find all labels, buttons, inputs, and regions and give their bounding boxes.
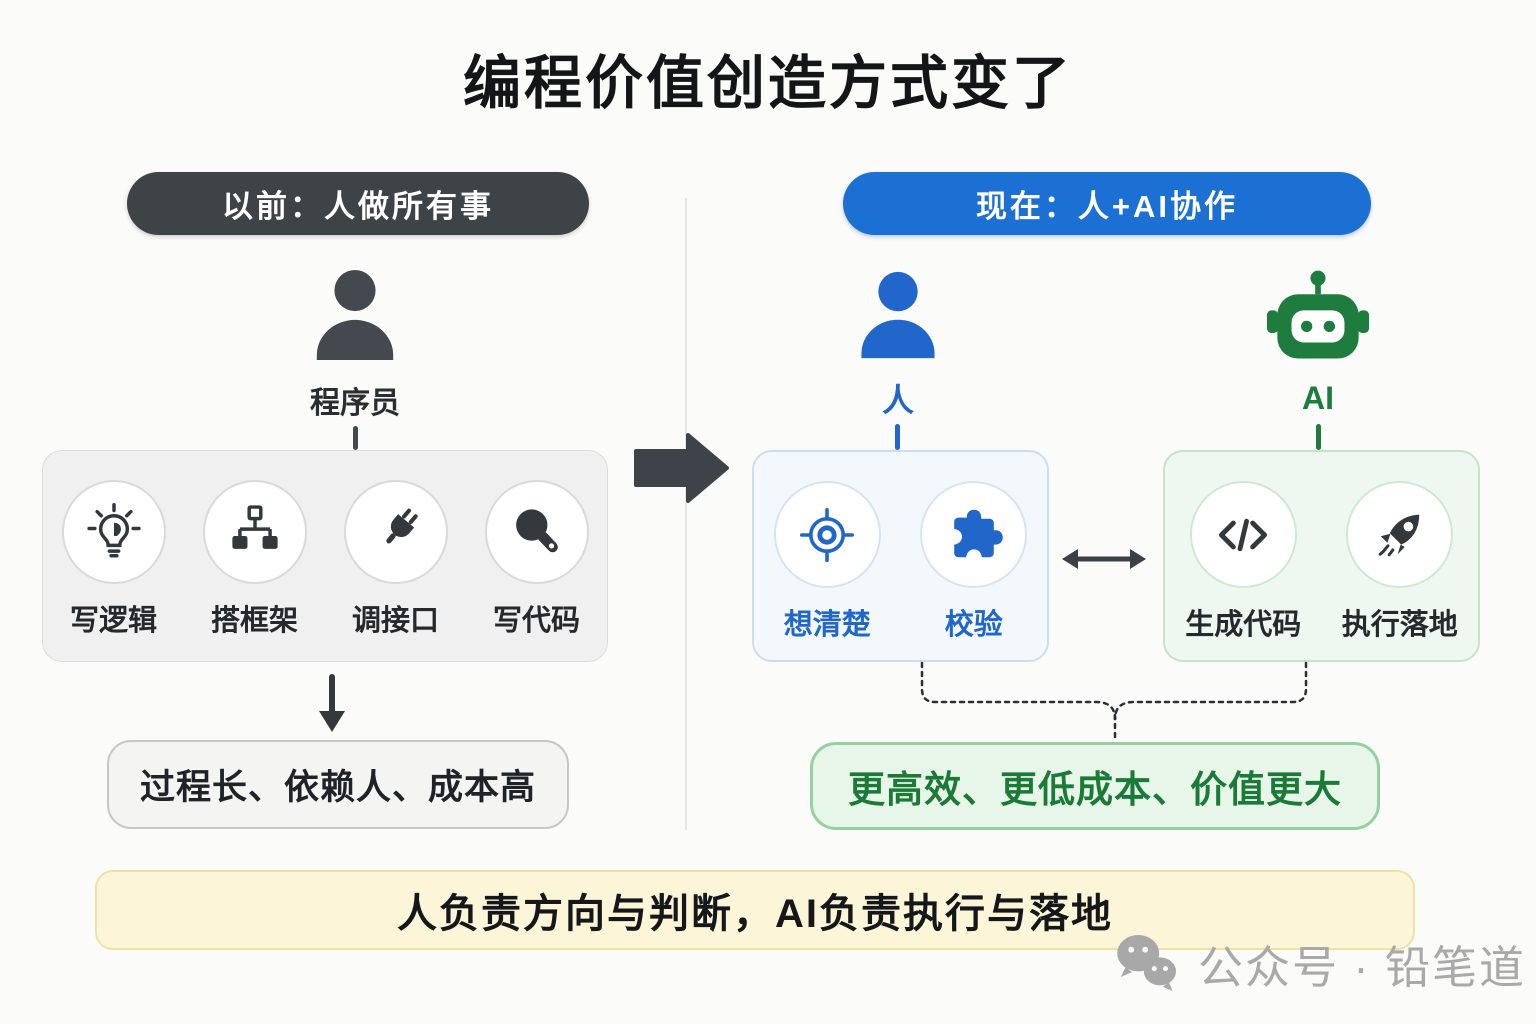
ai-label: AI [1302, 379, 1334, 416]
rocket-icon [1378, 514, 1419, 556]
person-icon [861, 271, 935, 359]
sitemap-icon [231, 505, 278, 549]
transition-arrow-icon [634, 433, 729, 503]
task-execute: 执行落地 [1342, 481, 1458, 643]
task-write-code: 写代码 [484, 480, 589, 639]
connector-ai [1316, 424, 1321, 450]
person-icon [316, 269, 394, 361]
watermark-label: 公众号 · 铅笔道 [1198, 941, 1526, 993]
code-icon [1219, 518, 1268, 551]
ai-tasks-panel: 生成代码 执行落地 [1163, 450, 1480, 662]
before-outcome-pill: 过程长、依赖人、成本高 [107, 740, 569, 829]
merge-bracket [920, 661, 1308, 744]
wechat-icon [1117, 935, 1176, 991]
task-build-framework: 搭框架 [202, 480, 307, 639]
before-header-pill: 以前：人做所有事 [127, 172, 589, 235]
task-verify: 校验 [920, 481, 1028, 643]
task-call-api: 调接口 [343, 480, 448, 639]
programmer-label: 程序员 [310, 387, 400, 420]
human-label: 人 [881, 382, 914, 418]
puzzle-icon [953, 509, 1003, 557]
connector-human [895, 424, 900, 450]
lightbulb-icon [86, 503, 141, 558]
magnifier-icon [515, 509, 558, 553]
vertical-divider [685, 198, 687, 830]
task-write-logic: 写逻辑 [61, 480, 166, 639]
human-tasks-panel: 想清楚 校验 [752, 450, 1049, 662]
task-generate-code: 生成代码 [1185, 481, 1301, 643]
page-title: 编程价值创造方式变了 [462, 51, 1073, 116]
task-think-clearly: 想清楚 [773, 481, 881, 643]
bidirectional-arrow-icon [1062, 549, 1146, 569]
target-icon [800, 507, 855, 562]
watermark: 公众号 · 铅笔道 [1112, 928, 1526, 998]
connector-before [353, 426, 358, 450]
plug-icon [385, 508, 418, 544]
conclusion-banner: 人负责方向与判断，AI负责执行与落地 [95, 870, 1415, 950]
after-header-pill: 现在：人+AI协作 [843, 172, 1371, 235]
after-outcome-pill: 更高效、更低成本、价值更大 [810, 742, 1380, 830]
robot-icon [1266, 270, 1370, 359]
down-arrow-icon [319, 674, 345, 732]
before-tasks-panel: 写逻辑 搭框架 [42, 450, 608, 662]
